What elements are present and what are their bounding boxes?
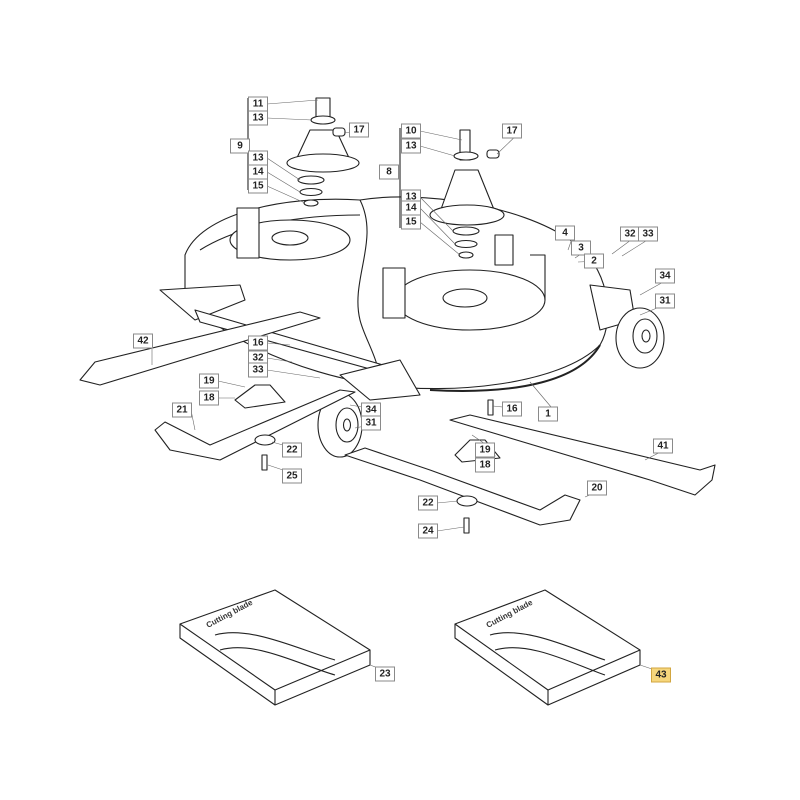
callout-4[interactable]: 4 bbox=[555, 225, 575, 241]
callout-33[interactable]: 33 bbox=[248, 362, 268, 378]
spindle-left bbox=[286, 97, 360, 207]
callout-41[interactable]: 41 bbox=[653, 438, 673, 454]
leader-line-16 bbox=[266, 342, 291, 346]
leader-line-33 bbox=[266, 369, 321, 379]
washer-22-left bbox=[254, 434, 276, 446]
callout-9[interactable]: 9 bbox=[230, 138, 250, 154]
leader-line-10 bbox=[419, 130, 463, 141]
bolt-25 bbox=[261, 454, 268, 471]
leader-line-13 bbox=[266, 157, 301, 181]
blade-adapter-left bbox=[234, 384, 286, 409]
callout-11[interactable]: 11 bbox=[248, 96, 268, 112]
callout-2[interactable]: 2 bbox=[584, 253, 604, 269]
callout-18[interactable]: 18 bbox=[199, 390, 219, 406]
leader-line-14 bbox=[266, 171, 301, 193]
callout-17[interactable]: 17 bbox=[502, 123, 522, 139]
blade-21 bbox=[154, 389, 356, 461]
blade-41 bbox=[449, 414, 716, 496]
callout-24[interactable]: 24 bbox=[418, 523, 438, 539]
callout-31[interactable]: 31 bbox=[655, 293, 675, 309]
callout-19[interactable]: 19 bbox=[199, 373, 219, 389]
leader-line-15 bbox=[266, 185, 306, 204]
leader-line-15 bbox=[419, 221, 461, 256]
leader-line-11 bbox=[266, 99, 319, 105]
bolt-16-right bbox=[487, 399, 494, 416]
callout-13[interactable]: 13 bbox=[248, 110, 268, 126]
callout-15[interactable]: 15 bbox=[401, 214, 421, 230]
leader-line-32 bbox=[266, 357, 293, 363]
callout-8[interactable]: 8 bbox=[379, 164, 399, 180]
callout-43[interactable]: 43 bbox=[651, 667, 671, 683]
callout-16[interactable]: 16 bbox=[248, 335, 268, 351]
callout-14[interactable]: 14 bbox=[401, 200, 421, 216]
callout-23[interactable]: 23 bbox=[375, 666, 395, 682]
callout-19[interactable]: 19 bbox=[475, 442, 495, 458]
callout-16[interactable]: 16 bbox=[502, 401, 522, 417]
callout-22[interactable]: 22 bbox=[282, 442, 302, 458]
callout-15[interactable]: 15 bbox=[248, 178, 268, 194]
callout-13[interactable]: 13 bbox=[248, 150, 268, 166]
blade-42 bbox=[79, 311, 321, 386]
callout-21[interactable]: 21 bbox=[172, 402, 192, 418]
blade-kit-box-23: Cutting blade bbox=[179, 589, 371, 706]
leader-line-13 bbox=[419, 196, 454, 232]
callout-20[interactable]: 20 bbox=[587, 480, 607, 496]
wheel-front bbox=[317, 392, 363, 458]
leader-line-19 bbox=[217, 380, 246, 388]
bolt-24 bbox=[463, 517, 470, 534]
washer-22-right bbox=[456, 495, 478, 507]
callout-31[interactable]: 31 bbox=[361, 415, 381, 431]
blade-20 bbox=[344, 447, 581, 526]
blade-kit-box-43: Cutting blade bbox=[454, 589, 641, 706]
callout-25[interactable]: 25 bbox=[282, 468, 302, 484]
callout-13[interactable]: 13 bbox=[401, 138, 421, 154]
callout-34[interactable]: 34 bbox=[655, 268, 675, 284]
callout-42[interactable]: 42 bbox=[133, 333, 153, 349]
callout-10[interactable]: 10 bbox=[401, 123, 421, 139]
callout-3[interactable]: 3 bbox=[571, 240, 591, 256]
callout-14[interactable]: 14 bbox=[248, 164, 268, 180]
spindle-right bbox=[429, 129, 505, 259]
callout-18[interactable]: 18 bbox=[475, 457, 495, 473]
callout-33[interactable]: 33 bbox=[638, 226, 658, 242]
leader-line-22 bbox=[436, 500, 459, 504]
leader-line-14 bbox=[419, 207, 456, 245]
leader-line-13 bbox=[266, 117, 313, 121]
callout-22[interactable]: 22 bbox=[418, 495, 438, 511]
callout-1[interactable]: 1 bbox=[538, 406, 558, 422]
callout-32[interactable]: 32 bbox=[620, 226, 640, 242]
callout-17[interactable]: 17 bbox=[349, 122, 369, 138]
wheel-right bbox=[615, 307, 665, 369]
leader-line-24 bbox=[436, 526, 465, 532]
leader-line-13 bbox=[419, 145, 456, 157]
